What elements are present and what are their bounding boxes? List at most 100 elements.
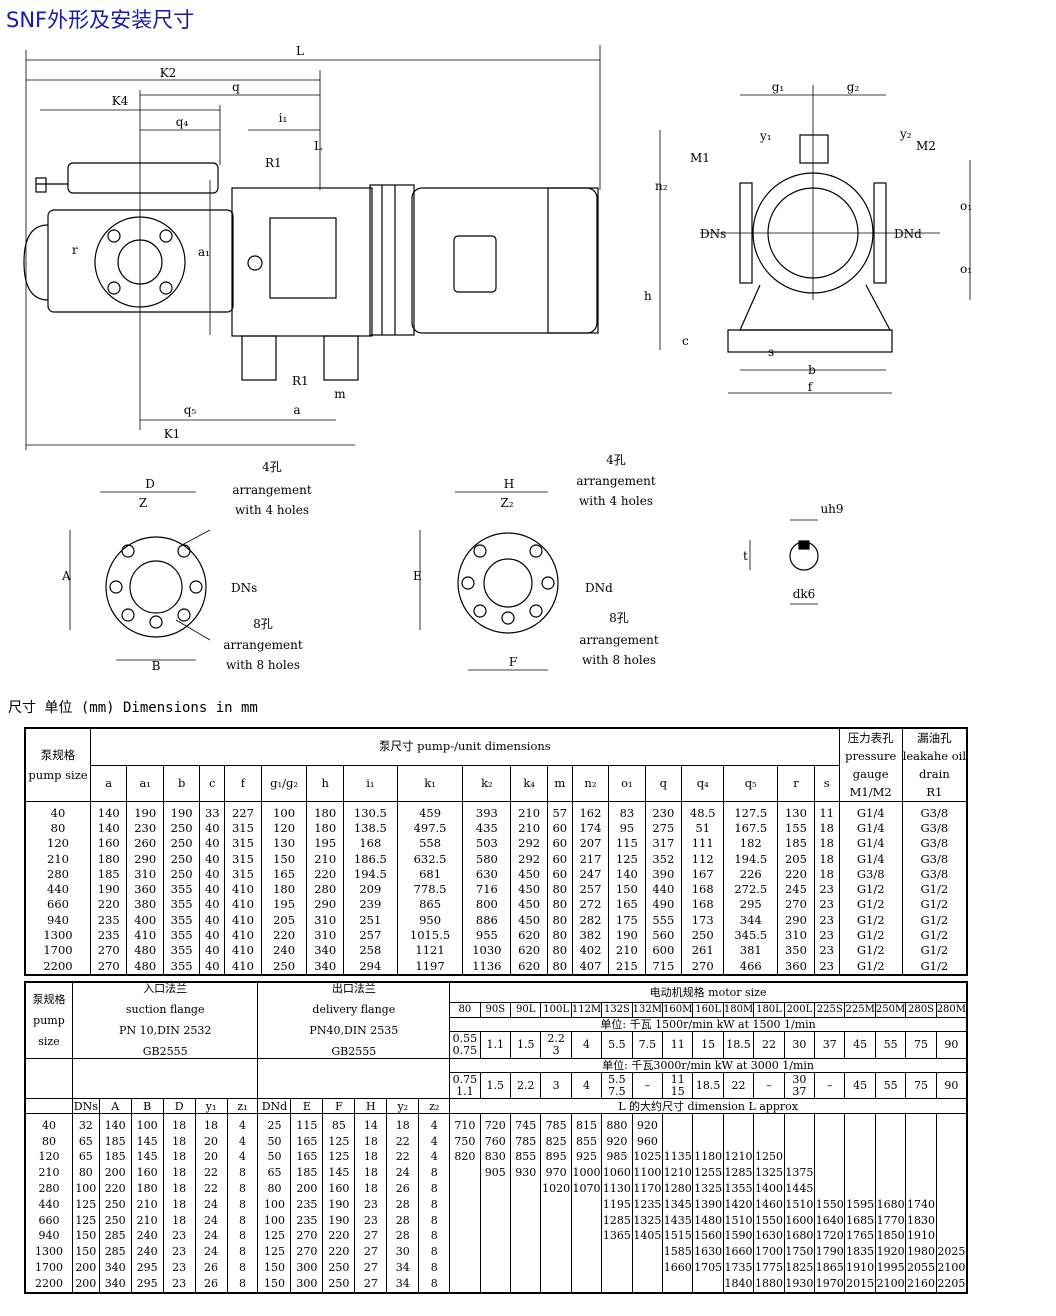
table-cell: 344 [723,912,779,929]
table-cell: G1/2 [838,928,903,944]
table-cell: 165 [608,897,646,913]
drain-header-line: leakahe oil [902,749,966,763]
delivery-column-header: z₂ [418,1098,451,1114]
table-cell [814,1149,846,1165]
gauge-header-line: M1/M2 [849,785,892,799]
dim-A: A [61,569,71,583]
table-cell: 435 [462,821,512,837]
table-cell: 220 [777,867,815,883]
table-cell: 18 [813,836,840,852]
table-cell: 1210 [662,1164,694,1181]
table-cell: 100 [130,1113,164,1134]
table-cell: 390 [644,867,683,883]
dim-L-small: L [314,139,322,153]
dim-DNs: DNs [700,227,726,241]
table-cell: 1280 [662,1180,694,1197]
table-cell: 407 [571,958,610,975]
table-cell: 1825 [783,1259,816,1276]
table-cell [509,1180,542,1197]
end-view: g₁ g₂ y₁ y₂ M1 M2 n₂ o₁ o₁ DNs DNd h c s… [644,80,972,394]
table-cell: 380 [126,897,164,913]
table-cell: 2200 [24,1275,73,1293]
table-cell: 270 [89,943,128,959]
table-cell: 239 [342,897,398,913]
motor-size: 112M [570,1002,603,1018]
table-cell: 200 [71,1275,100,1293]
table-cell: 145 [130,1149,164,1165]
table-cell: G3/8 [901,836,968,852]
table-cell: 1020 [540,1180,572,1197]
table-cell: 1700 [24,1259,73,1276]
table-cell: 785 [540,1113,572,1134]
table-cell: 480 [126,958,164,975]
table-cell: 80 [24,821,91,837]
motor-kw: 11 [662,1031,694,1059]
table-cell: 250 [681,928,725,944]
table-cell [509,1259,542,1276]
drain-header: 漏油孔 leakahe oil drain R1 [901,727,968,802]
suction-flange-detail: D Z A B DNs 4孔 arrangement with 4 holes … [61,460,312,673]
table-cell: 150 [257,1275,292,1293]
dim-b: b [808,363,816,377]
table-cell: 138.5 [342,821,398,837]
table-cell: G1/2 [838,897,903,913]
motor-kw-value: 7.5 [608,1084,626,1098]
table-cell [449,1275,481,1293]
table-cell: 23 [813,882,840,898]
motor-kw-value: 75 [913,1038,928,1052]
pump-size-header: 泵规格 pump size [24,727,91,802]
table-cell: 140 [608,867,646,883]
table-cell: 360 [777,958,815,975]
table-cell: 23 [162,1275,196,1293]
table-cell: G1/2 [838,958,903,975]
table-cell: 194.5 [723,851,779,868]
motor-kw: 15 [692,1031,724,1059]
table-cell [783,1133,816,1150]
table-cell: 1325 [631,1212,664,1229]
table-cell [905,1149,937,1165]
table-cell: 1680 [783,1228,816,1244]
L-approx-header: L 的大约尺寸 dimension L approx [449,1098,968,1114]
table-cell: 65 [257,1164,292,1181]
motor-size: 250M [874,1002,907,1018]
table-cell: 660 [24,897,91,913]
table-cell: 190 [322,1212,356,1229]
table-cell: G1/2 [901,882,968,898]
motor-kw-value: 37 [792,1084,807,1098]
table-cell [874,1133,907,1150]
table-cell: 930 [509,1164,542,1181]
table-cell: 190 [322,1196,356,1213]
table-cell: 168 [342,836,398,852]
table-cell: 315 [224,821,262,837]
table-cell: 2025 [935,1243,968,1260]
table-cell: 355 [162,882,201,898]
table-cell: 1740 [905,1196,937,1213]
motor-kw: 90 [935,1031,968,1059]
table-cell: 1365 [601,1228,633,1244]
table-cell: 23 [813,928,840,944]
table-cell: 315 [224,867,262,883]
dim-n2: n₂ [655,179,668,193]
table-cell: 18 [194,1113,228,1134]
table-cell [905,1113,937,1134]
table-cell: 18 [162,1180,196,1197]
motor-kw: – [814,1072,846,1099]
table-cell: 150 [608,882,646,898]
table-cell: 168 [681,882,725,898]
table-cell: 240 [260,943,308,959]
dim-t: t [743,549,748,563]
table-cell: 83 [608,801,646,822]
motor-size: 280M [935,1002,968,1018]
table-cell: 355 [162,943,201,959]
table-cell: 402 [571,943,610,959]
table-cell: 886 [462,912,512,929]
dim-dk6: dk6 [793,587,816,601]
table-cell: 440 [24,882,91,898]
table-cell [540,1228,572,1244]
table-cell [814,1113,846,1134]
motor-kw-value: 55 [883,1038,898,1052]
